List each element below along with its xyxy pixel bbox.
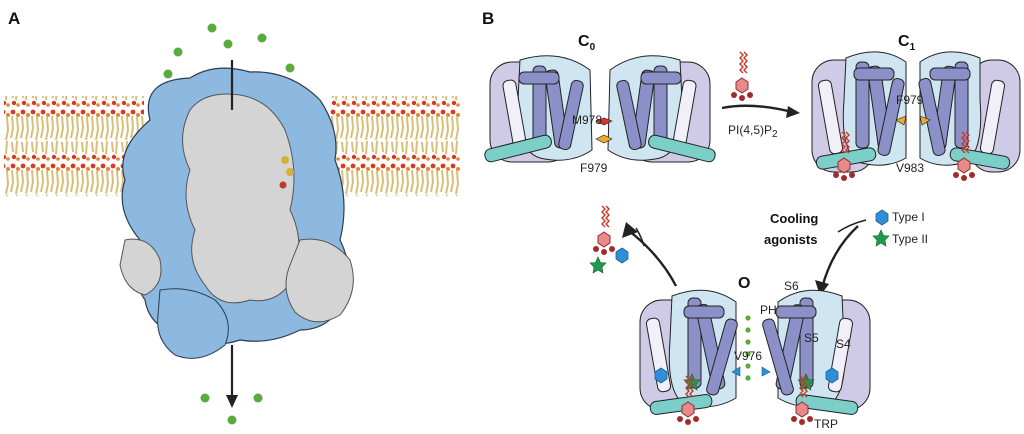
state-c0-label: C0 [578,33,596,53]
membrane-left [4,96,144,196]
state-o-label: O [738,275,750,292]
residue-f979-c0-label: F979 [580,161,608,175]
ion-pathway-arrow [226,60,238,408]
residue-v983-label: V983 [896,161,924,175]
protein-surface [119,67,354,359]
helix-ph-label: PH [760,303,777,317]
pip2-transition-label: PI(4,5)P2 [728,123,778,140]
cooling-agonist-arrow [815,219,867,296]
panel-a-label: A [8,9,20,28]
residue-m978-label: M978 [572,113,602,127]
helix-s5-label: S5 [804,331,819,345]
panel-b-label: B [482,9,494,28]
residue-v976-label: V976 [734,349,762,363]
helix-s6-label: S6 [784,279,799,293]
cooling-label-line2: agonists [764,232,817,247]
cooling-label-line1: Cooling [770,211,818,226]
trp-domain-label: TRP [814,417,838,431]
calcium-ions-top [163,23,295,79]
legend: Type I Type II [872,209,928,247]
type1-hexagon-icon [875,209,889,226]
pip2-binding-arrow [721,51,800,118]
ligand-release-arrow [589,205,678,287]
legend-type1-label: Type I [892,210,925,224]
type2-star-icon [872,229,890,247]
state-c1-channel [811,51,1021,182]
state-c0-channel [484,55,716,163]
residue-f979-c1-label: F979 [896,93,924,107]
membrane-right [330,96,460,196]
calcium-ions-bottom [200,393,263,425]
pore-ions [745,315,751,381]
state-c1-label: C1 [898,33,916,53]
legend-type2-label: Type II [892,232,928,246]
helix-s4-label: S4 [836,337,851,351]
state-o-channel [639,289,871,426]
